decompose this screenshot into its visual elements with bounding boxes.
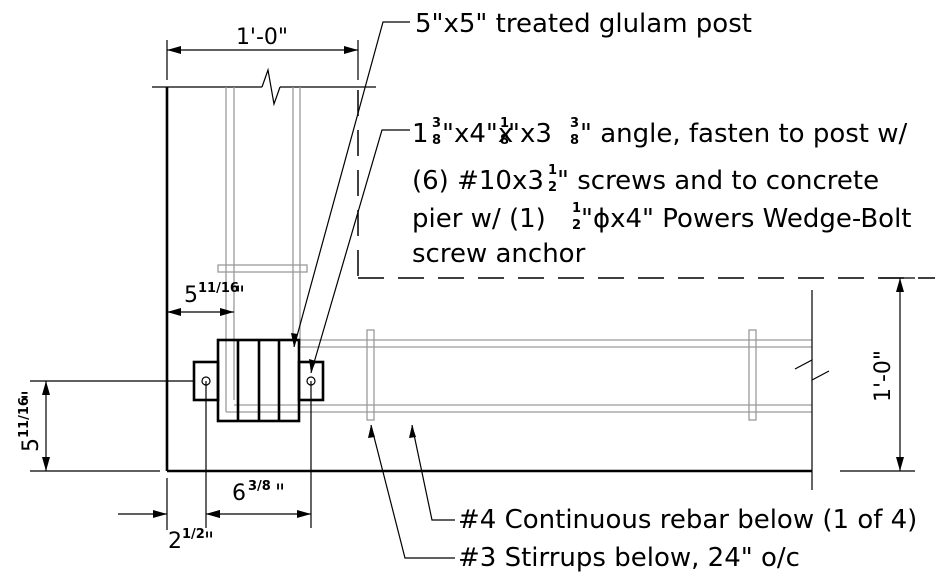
- svg-text:2: 2: [548, 180, 557, 195]
- svg-text:": ": [204, 529, 214, 554]
- svg-text:11/16: 11/16: [198, 281, 239, 296]
- svg-text:1: 1: [572, 201, 581, 216]
- svg-text:8: 8: [432, 133, 441, 148]
- svg-text:2: 2: [572, 218, 581, 233]
- stirrups-label: #3 Stirrups below, 24" o/c: [458, 543, 800, 573]
- svg-text:"x3: "x3: [508, 119, 552, 149]
- dim-left-height: [30, 380, 194, 472]
- angle-label-line4: screw anchor: [412, 239, 586, 269]
- svg-text:1: 1: [548, 163, 557, 178]
- svg-text:2: 2: [168, 529, 182, 554]
- angle-label-line3: pier w/ (1) 1 2 "ϕx4" Powers Wedge-Bolt: [412, 201, 911, 234]
- svg-text:": ": [235, 283, 245, 308]
- leader-arrowheads: [291, 333, 416, 438]
- svg-text:6: 6: [232, 481, 246, 506]
- svg-text:" screws and to concrete: " screws and to concrete: [557, 166, 879, 196]
- svg-text:": ": [275, 481, 285, 506]
- angle-label-line2: (6) #10x3 1 2 " screws and to concrete: [412, 163, 879, 196]
- pier-outline: [165, 87, 812, 473]
- svg-text:(6) #10x3: (6) #10x3: [412, 166, 544, 196]
- dim-post-offset: [167, 308, 234, 316]
- leader-lines: [293, 21, 455, 559]
- dim-bottom-width-text: 6 3/8 ": [232, 479, 285, 506]
- svg-text:pier w/ (1): pier w/ (1): [412, 204, 546, 234]
- rebar-label: #4 Continuous rebar below (1 of 4): [458, 505, 917, 535]
- svg-text:1/2: 1/2: [182, 527, 205, 542]
- svg-text:5: 5: [184, 283, 198, 308]
- horizontal-rebar: [226, 329, 812, 421]
- top-break-line: [152, 67, 376, 107]
- svg-text:8: 8: [570, 133, 579, 148]
- svg-text:5: 5: [19, 438, 44, 452]
- dim-post-offset-text: 5 11/16 ": [184, 281, 245, 308]
- svg-text:" angle, fasten to post w/: " angle, fasten to post w/: [580, 119, 908, 149]
- dim-small-offset: [118, 478, 220, 530]
- svg-text:"x4"x: "x4"x: [442, 119, 513, 149]
- svg-text:1: 1: [412, 119, 429, 149]
- dim-right-height: [840, 277, 915, 472]
- svg-text:3/8: 3/8: [248, 479, 271, 494]
- svg-text:3: 3: [432, 116, 441, 131]
- svg-text:11/16: 11/16: [17, 397, 32, 438]
- angle-label-line1: 1 3 8 "x4"x 1 8 "x3 3 8 " angle, fasten …: [412, 116, 908, 149]
- dim-small-offset-text: 2 1/2 ": [168, 527, 214, 554]
- post-label: 5"x5" treated glulam post: [415, 9, 752, 39]
- glulam-post: [216, 338, 301, 423]
- svg-text:": ": [19, 390, 44, 400]
- right-break-line: [794, 290, 830, 490]
- dim-top-width: [166, 40, 359, 80]
- dim-left-height-text: 5 11/16 ": [17, 390, 44, 452]
- hidden-lines: [357, 90, 935, 279]
- dim-top-width-text: 1'-0": [236, 25, 288, 50]
- svg-text:"ϕx4" Powers Wedge-Bolt: "ϕx4" Powers Wedge-Bolt: [581, 204, 911, 234]
- svg-text:3: 3: [570, 116, 579, 131]
- svg-text:1: 1: [500, 116, 509, 131]
- vertical-rebar: [217, 87, 308, 412]
- dim-right-height-text: 1'-0": [871, 350, 896, 402]
- svg-text:8: 8: [500, 133, 509, 148]
